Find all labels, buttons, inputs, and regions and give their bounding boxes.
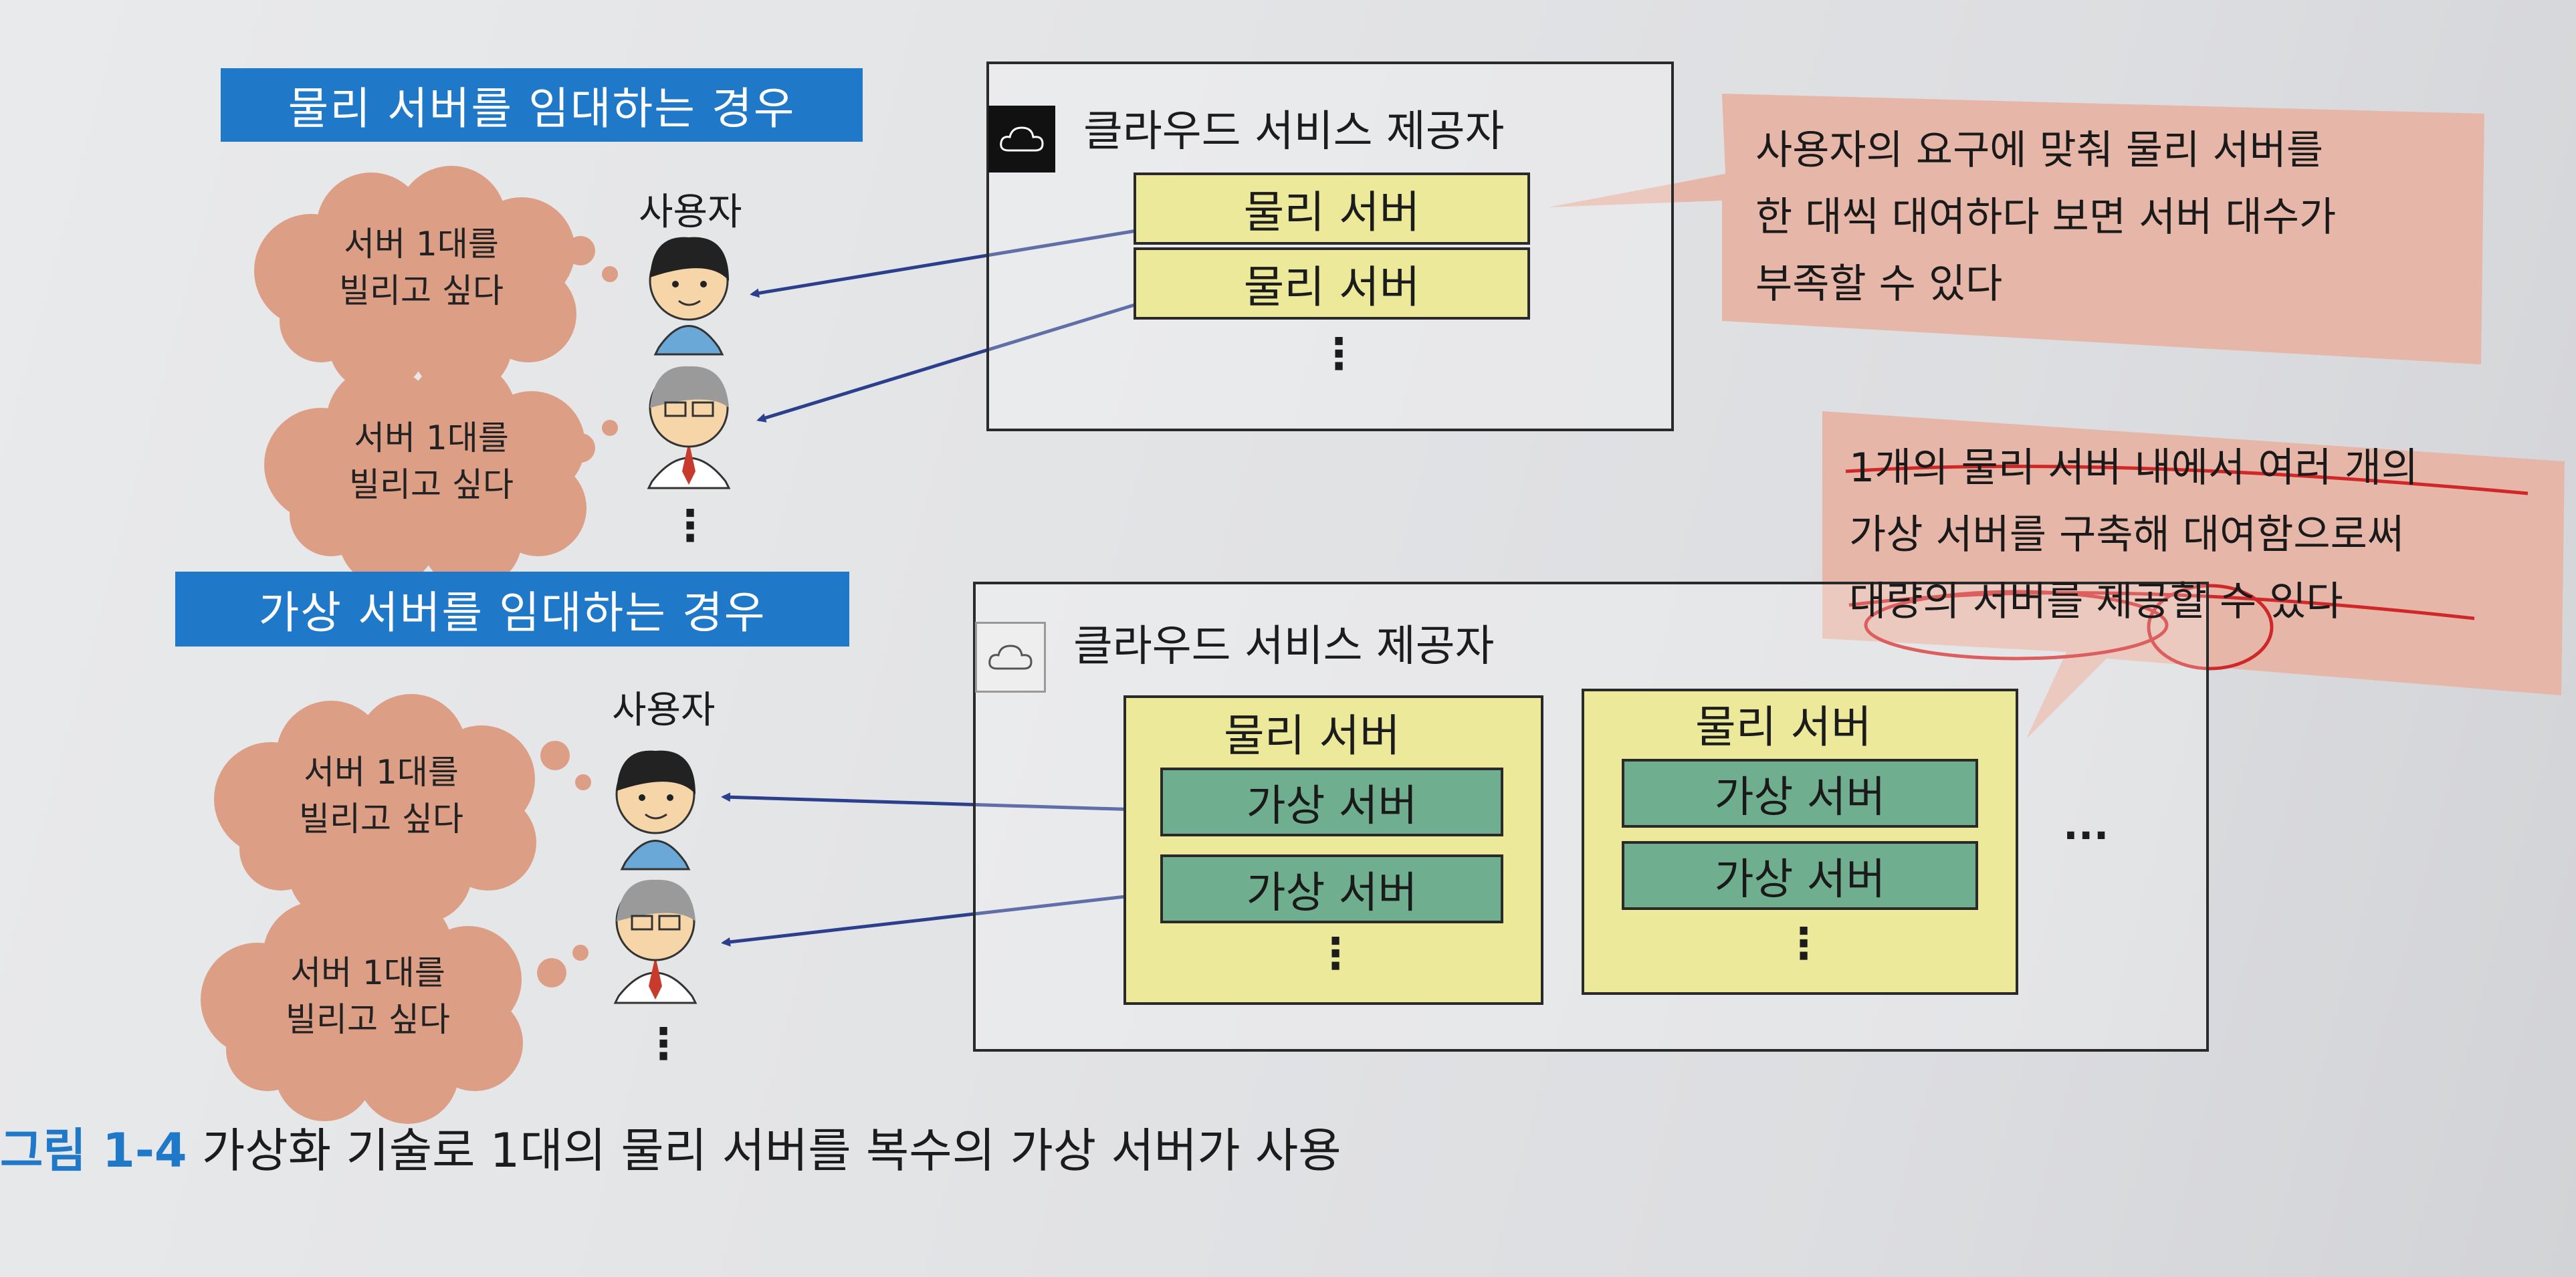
physical-server-top-2: 물리 서버 xyxy=(1134,247,1530,320)
physical-server-label-1: 물리 서버 xyxy=(1224,710,1400,762)
more-virtual-1: ⋮ xyxy=(1314,929,1357,979)
physical-server-label-2: 물리 서버 xyxy=(1695,701,1872,753)
user-avatar-young-1 xyxy=(649,237,729,356)
physical-server-top-1: 물리 서버 xyxy=(1134,172,1530,245)
more-users-bottom: ⋮ xyxy=(642,1020,685,1069)
thought-cloud-bottom-2 xyxy=(201,895,588,1124)
arrow-top-2 xyxy=(756,302,1138,423)
physical-server-bottom-1 xyxy=(1123,695,1543,1005)
thought-cloud-bottom-1 xyxy=(214,694,591,923)
provider-title-top: 클라우드 서비스 제공자 xyxy=(1083,107,1505,156)
cloud-icon xyxy=(975,622,1046,693)
cloud-icon xyxy=(988,106,1055,172)
callout-bottom xyxy=(1822,411,2565,739)
figure-caption: 그림 1-4 가상화 기술로 1대의 물리 서버를 복수의 가상 서버가 사용 xyxy=(0,1113,1341,1181)
figure-caption-text: 가상화 기술로 1대의 물리 서버를 복수의 가상 서버가 사용 xyxy=(201,1123,1341,1178)
handwritten-annotations xyxy=(1845,464,2529,671)
thought-cloud-top-2 xyxy=(264,360,618,589)
banner-physical-rental: 물리 서버를 임대하는 경우 xyxy=(221,68,863,142)
user-avatar-elder-2 xyxy=(613,879,697,1004)
provider-box-top xyxy=(986,62,1674,431)
more-servers-top: ⋮ xyxy=(1317,330,1360,379)
virtual-server-1a: 가상 서버 xyxy=(1160,768,1503,836)
thought-text-top-1: 서버 1대를 빌리고 싶다 xyxy=(339,225,504,310)
thought-text-bottom-2: 서버 1대를 빌리고 싶다 xyxy=(286,953,450,1039)
banner-virtual-rental: 가상 서버를 임대하는 경우 xyxy=(175,572,849,647)
virtual-server-2b: 가상 서버 xyxy=(1622,841,1978,910)
provider-title-bottom: 클라우드 서비스 제공자 xyxy=(1073,622,1495,671)
user-label-top: 사용자 xyxy=(639,191,742,234)
callout-top xyxy=(1548,94,2484,364)
thought-text-bottom-1: 서버 1대를 빌리고 싶다 xyxy=(299,753,463,838)
user-label-bottom: 사용자 xyxy=(612,689,716,732)
callout-text-top: 사용자의 요구에 맞춰 물리 서버를 한 대씩 대여하다 보면 서버 대수가 부… xyxy=(1755,127,2337,308)
thought-text-top-2: 서버 1대를 빌리고 싶다 xyxy=(349,419,514,504)
arrow-top-1 xyxy=(750,229,1138,298)
figure-number: 그림 1-4 xyxy=(0,1123,187,1178)
thought-cloud-top-1 xyxy=(254,166,618,395)
arrow-bottom-2 xyxy=(721,891,1161,947)
more-virtual-2: ⋮ xyxy=(1782,919,1825,969)
user-avatar-young-2 xyxy=(615,750,695,870)
more-physical-servers: ... xyxy=(2063,802,2109,849)
more-users-top: ⋮ xyxy=(669,501,712,551)
callout-text-bottom: 1개의 물리 서버 내에서 여러 개의 가상 서버를 구축해 대여함으로써 대량… xyxy=(1849,445,2419,625)
arrow-bottom-1 xyxy=(721,792,1161,812)
virtual-server-2a: 가상 서버 xyxy=(1622,759,1978,828)
virtual-server-1b: 가상 서버 xyxy=(1160,854,1503,923)
user-avatar-elder-1 xyxy=(647,366,731,489)
